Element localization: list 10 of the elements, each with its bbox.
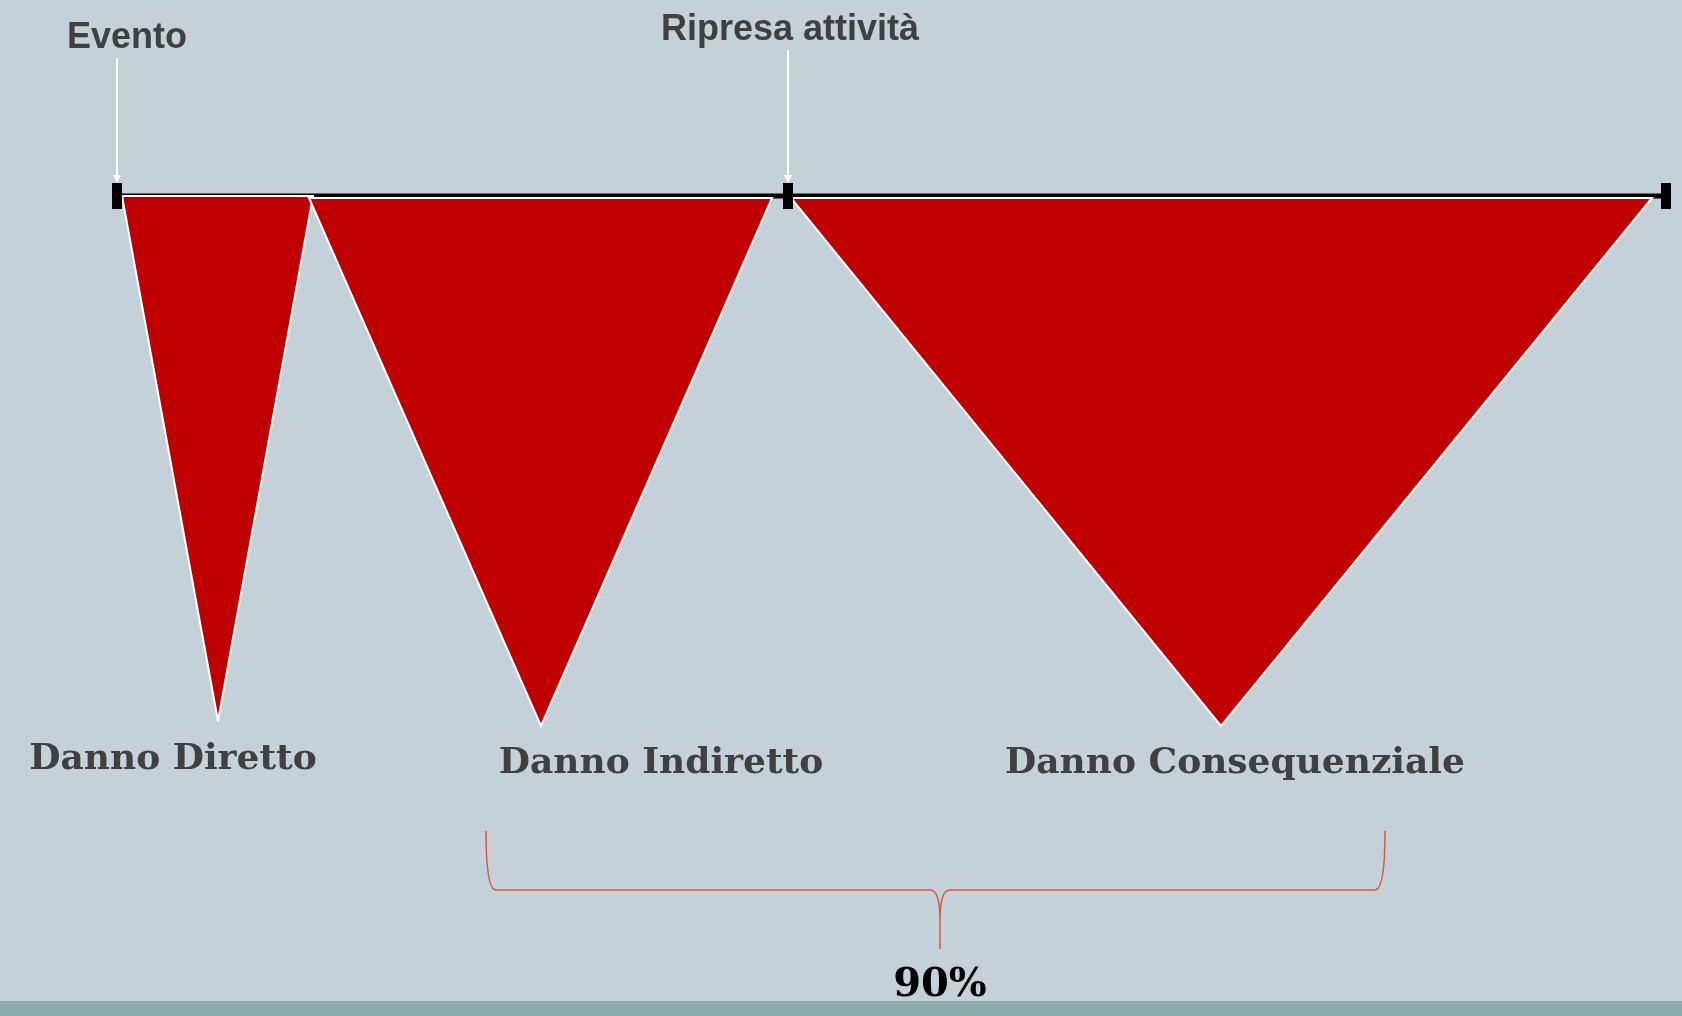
arrow (784, 49, 792, 183)
event-label: Ripresa attività (630, 6, 950, 50)
percentage-label: 90% (892, 962, 988, 1002)
arrow (113, 57, 121, 183)
event-label: Evento (52, 14, 202, 58)
damage-label: Danno Indiretto (497, 742, 825, 778)
damage-label: Danno Diretto (28, 738, 318, 774)
timeline-tick (112, 183, 122, 209)
damage-label: Danno Consequenziale (1004, 742, 1466, 778)
timeline-tick (783, 183, 793, 209)
